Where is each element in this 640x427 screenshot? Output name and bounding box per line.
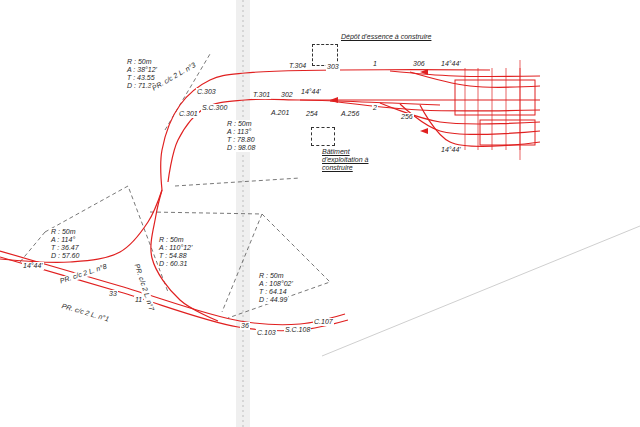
plan-annotation: T : 36.47 [50, 244, 80, 252]
plan-annotation: 11 [134, 296, 143, 304]
track-line [161, 70, 490, 190]
yard-building [455, 80, 535, 115]
track-line [168, 99, 440, 182]
track-line [420, 105, 540, 146]
plan-annotation: R : 50m [50, 228, 77, 236]
plan-annotation: T : 54.88 [158, 252, 188, 260]
track-line [0, 190, 162, 262]
arrows [330, 69, 428, 134]
plan-annotation: PR. c/c 2 L. n°7 [132, 262, 155, 313]
arrow-mark [330, 97, 338, 103]
plan-annotation: S.C.108 [284, 326, 311, 334]
plan-annotation: A : 113° [226, 128, 252, 136]
plan-annotation: R : 50m [126, 58, 153, 66]
plan-annotation: 254 [305, 110, 319, 118]
building-site: Bâtiment d'exploitation à construire [311, 127, 387, 174]
tangent-lines [45, 186, 168, 292]
yard-buildings [455, 60, 535, 160]
plan-annotation: 14°44' [440, 60, 462, 68]
plan-annotation: D : 44.99 [258, 296, 288, 304]
plan-annotation: D : 60.31 [158, 260, 188, 268]
track-line [330, 101, 540, 111]
plan-annotation: C.103 [256, 329, 277, 337]
dashed-outline [311, 127, 335, 146]
plan-annotation: S.C.300 [201, 104, 228, 112]
track-line [151, 190, 218, 321]
arrow-mark [420, 128, 428, 134]
plan-annotation: 306 [412, 60, 426, 68]
plan-annotation: T : 64.14 [258, 288, 288, 296]
plan-annotation: 2 [372, 104, 378, 112]
page-edge [322, 226, 640, 356]
building-label: Dépôt d'essence à construire [340, 33, 432, 41]
plan-annotation: 36 [240, 322, 250, 330]
plan-annotation: A : 38°12' [126, 66, 158, 74]
plan-annotation: 14°44' [300, 88, 322, 96]
plan-annotation: A.201 [270, 109, 290, 117]
tangent-lines [222, 214, 262, 312]
plan-annotation: 14°44' [22, 262, 44, 270]
plan-annotation: R : 50m [226, 120, 253, 128]
plan-annotation: D : 57.60 [50, 252, 80, 260]
construction-lines [20, 54, 330, 318]
plan-annotation: A : 114° [50, 236, 76, 244]
track-line [400, 104, 540, 134]
building-label: Bâtiment d'exploitation à construire [321, 148, 385, 172]
plan-annotation: 14°44' [440, 146, 462, 154]
plan-annotation: 256 [400, 113, 414, 121]
buffer-line [520, 60, 521, 160]
plan-annotation: C.107 [313, 318, 334, 326]
plan-annotation: D : 98.08 [226, 144, 256, 152]
tangent-lines [150, 212, 330, 318]
plan-annotation: T : 78.80 [226, 136, 256, 144]
yard-building [480, 120, 535, 145]
plan-annotation: 33 [108, 290, 118, 298]
plan-annotation: A : 108°02' [258, 280, 294, 288]
plan-annotation: T.304 [288, 62, 307, 70]
plan-annotation: R : 50m [258, 272, 285, 280]
tangent-lines [175, 178, 300, 186]
plan-annotation: T.301 [252, 91, 271, 99]
plan-annotation: PR. c/c 2 L. n°1 [60, 302, 111, 324]
plan-annotation: 303 [326, 63, 340, 71]
yard-ticks [465, 68, 520, 150]
tracks [0, 70, 540, 331]
arrow-mark [420, 69, 428, 75]
plan-annotation: 1 [372, 60, 378, 68]
plan-annotation: C.303 [196, 88, 217, 96]
plan-annotation: R : 50m [158, 236, 185, 244]
plan-annotation: T : 43.55 [126, 74, 156, 82]
plan-annotation: 302 [280, 91, 294, 99]
plan-annotation: A.256 [340, 110, 360, 118]
plan-annotation: PR. c/c 2 L. n°8 [58, 262, 109, 285]
plan-annotation: A : 110°12' [158, 244, 193, 252]
track-line [380, 103, 540, 124]
plan-annotation: C.301 [178, 110, 199, 118]
